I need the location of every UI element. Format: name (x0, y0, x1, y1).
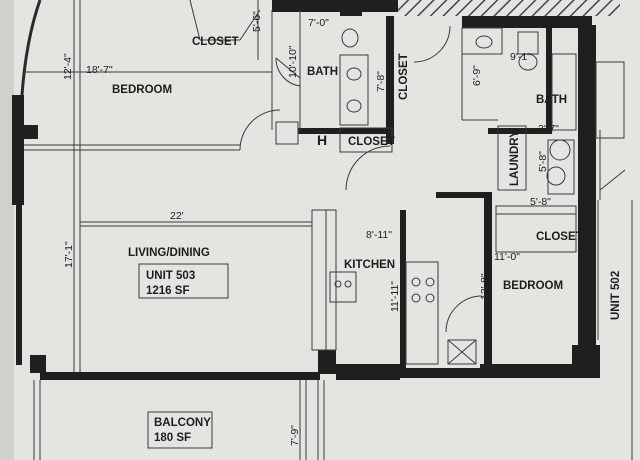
dim-kitchen-width: 8'-11" (366, 229, 392, 241)
dim-laundry-a: 3'-7" (538, 123, 559, 135)
balcony-area: 180 SF (154, 432, 191, 444)
dim-laundry-b: 5'-8" (537, 151, 549, 172)
room-label-kitchen: KITCHEN (344, 259, 395, 271)
dim-closet2-width: 5'-8" (530, 196, 551, 208)
dim-kitchen-depth: 11'-11" (389, 281, 401, 312)
dim-bedroom-depth: 12'-4" (62, 53, 74, 80)
dim-bath-width: 7'-0" (308, 17, 329, 29)
dim-bedroom2-width: 11'-0" (494, 251, 520, 263)
unit-area: 1216 SF (146, 285, 189, 297)
walls (12, 0, 600, 380)
dim-living-width: 22' (170, 210, 184, 222)
room-label-bedroom-second: BEDROOM (503, 280, 563, 292)
dim-balcony-depth: 7'-9" (289, 425, 301, 446)
dim-closet-depth: 7'-8" (375, 71, 387, 92)
room-label-closet-top: CLOSET (192, 36, 239, 48)
dim-bath2-b: 6'-9" (471, 65, 483, 86)
room-label-unit-502: UNIT 502 (610, 271, 622, 320)
room-labels: BEDROOM BATH CLOSET CLOSET CLOSET H BATH… (112, 36, 622, 444)
room-label-hvac: H (317, 132, 327, 148)
dimension-labels: 18'-7" 12'-4" 7'-0" 10'-10" 7'-8" 5'-6" … (62, 11, 559, 446)
paper-shadow-left (0, 0, 14, 460)
room-label-closet-bedroom2: CLOSET (536, 231, 583, 243)
balcony-name: BALCONY (154, 417, 211, 429)
dim-top-closet: 5'-6" (251, 11, 263, 32)
room-label-bedroom-main: BEDROOM (112, 84, 172, 96)
unit-name: UNIT 503 (146, 270, 195, 282)
dim-bedroom-width: 18'-7" (86, 64, 113, 76)
room-label-bath-second: BATH (536, 94, 567, 106)
room-label-bath-main: BATH (307, 66, 338, 78)
hatched-shaft (398, 0, 620, 16)
interior-lines (24, 0, 633, 460)
room-label-living-dining: LIVING/DINING (128, 247, 210, 259)
dim-bedroom2-depth: 13'-8" (479, 273, 491, 300)
dim-bath-depth: 10'-10" (287, 45, 299, 78)
room-label-laundry: LAUNDRY (509, 130, 521, 186)
dim-bath2-a: 9'-1" (510, 51, 531, 63)
room-label-closet-bath: CLOSET (398, 53, 410, 100)
room-label-closet-hall: CLOSET (348, 136, 395, 148)
dim-living-depth: 17'-1" (63, 241, 75, 268)
